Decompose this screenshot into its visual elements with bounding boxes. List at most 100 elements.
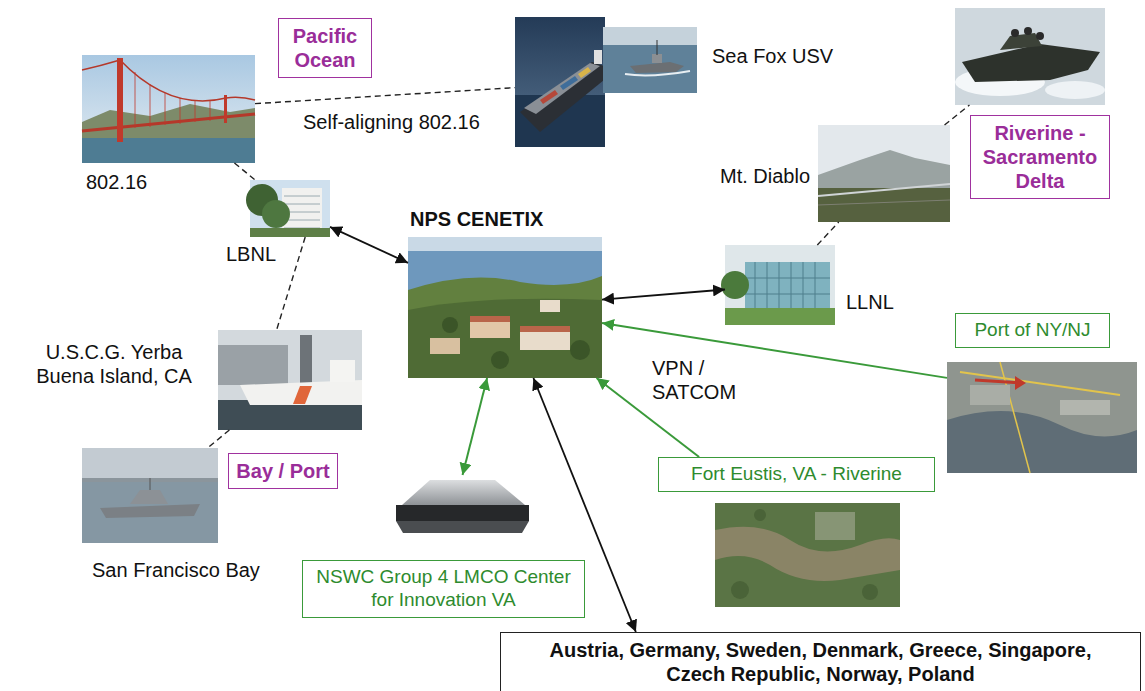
link-label: Self-aligning 802.16 — [300, 110, 483, 134]
connector — [277, 237, 306, 330]
nswc-dome-photo — [396, 505, 529, 521]
nswc-dome-photo — [396, 480, 529, 533]
nps-campus-photo — [408, 276, 602, 378]
cargo-ship-photo — [520, 62, 604, 132]
llnl-photo — [721, 271, 749, 299]
port-map-photo — [947, 362, 1137, 473]
photo-node: Fort Eustis, VA - Riverine — [658, 457, 935, 607]
golden-gate-photo — [82, 138, 255, 163]
mt-diablo-photo — [818, 200, 950, 205]
port-map-photo — [947, 411, 1137, 473]
connector — [602, 290, 725, 300]
nps-campus-photo — [408, 237, 602, 251]
nps-campus-photo — [442, 317, 458, 333]
connector — [330, 227, 408, 263]
uscg-station-photo — [300, 335, 312, 385]
photo-node: Sea Fox USV — [515, 17, 697, 147]
box-label: NSWC Group 4 LMCO Center for Innovation … — [302, 560, 585, 618]
sf-bay-photo — [130, 490, 168, 504]
cargo-ship-photo — [540, 90, 558, 104]
nps-campus-photo — [430, 338, 460, 354]
node-label: Sea Fox USV — [712, 44, 852, 68]
node-label: San Francisco Bay — [92, 558, 282, 582]
sf-bay-photo — [82, 448, 218, 543]
usv-photo — [625, 71, 690, 75]
nps-campus-photo — [520, 330, 570, 350]
nps-campus-photo — [470, 320, 510, 338]
fort-eustis-map-photo — [862, 584, 878, 600]
nps-campus-photo — [470, 316, 510, 322]
nps-campus-photo — [570, 340, 590, 360]
fort-eustis-map-photo — [715, 527, 900, 581]
photo-node: U.S.C.G. Yerba Buena Island, CA — [218, 330, 362, 430]
fort-eustis-map-photo — [715, 503, 900, 607]
golden-gate-photo — [224, 95, 227, 123]
nps-campus-photo — [540, 300, 560, 312]
uscg-station-photo — [218, 345, 288, 385]
llnl-photo — [745, 262, 830, 310]
golden-gate-photo — [135, 72, 210, 128]
uscg-station-photo — [240, 380, 362, 405]
cargo-ship-photo — [524, 63, 600, 114]
photo-node: NPS CENETIX — [408, 237, 602, 378]
mt-diablo-photo — [818, 150, 950, 190]
fort-eustis-map-photo — [815, 512, 855, 540]
port-map-photo — [975, 380, 1020, 383]
usv-photo — [603, 27, 697, 45]
riverine-boat-photo — [955, 8, 1105, 105]
cargo-ship-photo — [515, 17, 605, 147]
riverine-boat-photo — [1024, 27, 1032, 35]
port-map-photo — [947, 362, 1137, 473]
connector — [817, 222, 838, 245]
connector — [945, 105, 970, 125]
network-label: VPN / SATCOM — [652, 356, 747, 404]
connector-group — [208, 88, 970, 632]
uscg-station-photo — [293, 386, 312, 404]
region-box: Pacific Ocean — [278, 18, 372, 78]
golden-gate-photo — [82, 55, 255, 163]
usv-photo — [603, 27, 697, 93]
golden-gate-photo — [82, 60, 255, 101]
nswc-dome-photo — [396, 521, 529, 533]
box-label: Fort Eustis, VA - Riverine — [658, 457, 935, 492]
box-label: Riverine - Sacramento Delta — [970, 115, 1110, 199]
photo-node: LLNL — [725, 245, 835, 325]
nps-campus-photo — [520, 326, 570, 332]
riverine-boat-photo — [1036, 32, 1044, 40]
llnl-photo — [721, 245, 835, 325]
riverine-boat-photo — [1045, 81, 1105, 99]
usv-photo — [630, 62, 684, 73]
port-map-photo — [1060, 400, 1110, 415]
riverine-boat-photo — [962, 44, 1100, 82]
golden-gate-photo — [82, 55, 255, 163]
port-map-photo — [1015, 376, 1026, 390]
port-map-photo — [970, 385, 1010, 405]
uscg-station-photo — [218, 330, 362, 430]
box-label: Port of NY/NJ — [955, 313, 1110, 348]
country-box: Austria, Germany, Sweden, Denmark, Greec… — [500, 632, 1141, 691]
cargo-ship-photo — [515, 17, 605, 147]
photo-node: NSWC Group 4 LMCO Center for Innovation … — [302, 475, 585, 625]
nps-campus-photo — [408, 237, 602, 378]
riverine-boat-photo — [1000, 33, 1042, 50]
node-label: LBNL — [226, 242, 284, 266]
lbnl-photo — [262, 200, 290, 228]
golden-gate-photo — [117, 58, 123, 142]
connector — [463, 378, 488, 475]
photo-node: 802.16 — [82, 55, 255, 163]
box-label: Bay / Port — [234, 459, 332, 483]
riverine-boat-photo — [1011, 29, 1019, 37]
cargo-ship-photo — [578, 67, 591, 78]
usv-photo — [657, 40, 658, 55]
port-map-photo — [1000, 362, 1030, 473]
photo-node: Riverine - Sacramento Delta — [955, 8, 1105, 105]
nps-campus-photo — [408, 237, 602, 378]
cargo-ship-photo — [594, 50, 602, 64]
nps-campus-photo — [408, 299, 602, 378]
node-label: U.S.C.G. Yerba Buena Island, CA — [25, 340, 203, 388]
sf-bay-photo — [150, 478, 151, 490]
lbnl-photo — [246, 180, 330, 237]
node-label: NPS CENETIX — [410, 207, 590, 231]
